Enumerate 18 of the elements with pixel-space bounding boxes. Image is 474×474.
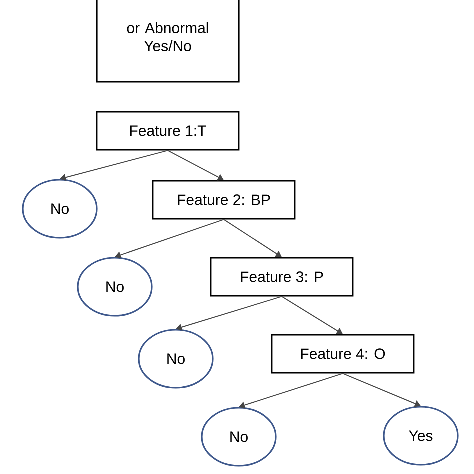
process-box: or Abnormal Yes/No <box>96 0 240 83</box>
outcome-oval: No <box>138 329 214 389</box>
outcome-oval: No <box>22 179 98 239</box>
outcome-oval: No <box>201 407 277 467</box>
arrow <box>239 373 344 409</box>
arrow <box>282 296 343 334</box>
feature-box: Feature 2: BP <box>152 180 296 220</box>
outcome-oval: Yes <box>383 406 459 466</box>
arrow <box>168 150 224 181</box>
outcome-oval: No <box>77 257 153 317</box>
feature-box: Feature 4: O <box>271 334 415 374</box>
arrow <box>224 219 282 258</box>
feature-box: Feature 1:T <box>96 111 240 151</box>
arrow <box>60 150 168 182</box>
arrow <box>342 373 421 408</box>
arrow <box>115 219 224 259</box>
arrow <box>176 296 282 331</box>
feature-box: Feature 3: P <box>210 257 354 297</box>
